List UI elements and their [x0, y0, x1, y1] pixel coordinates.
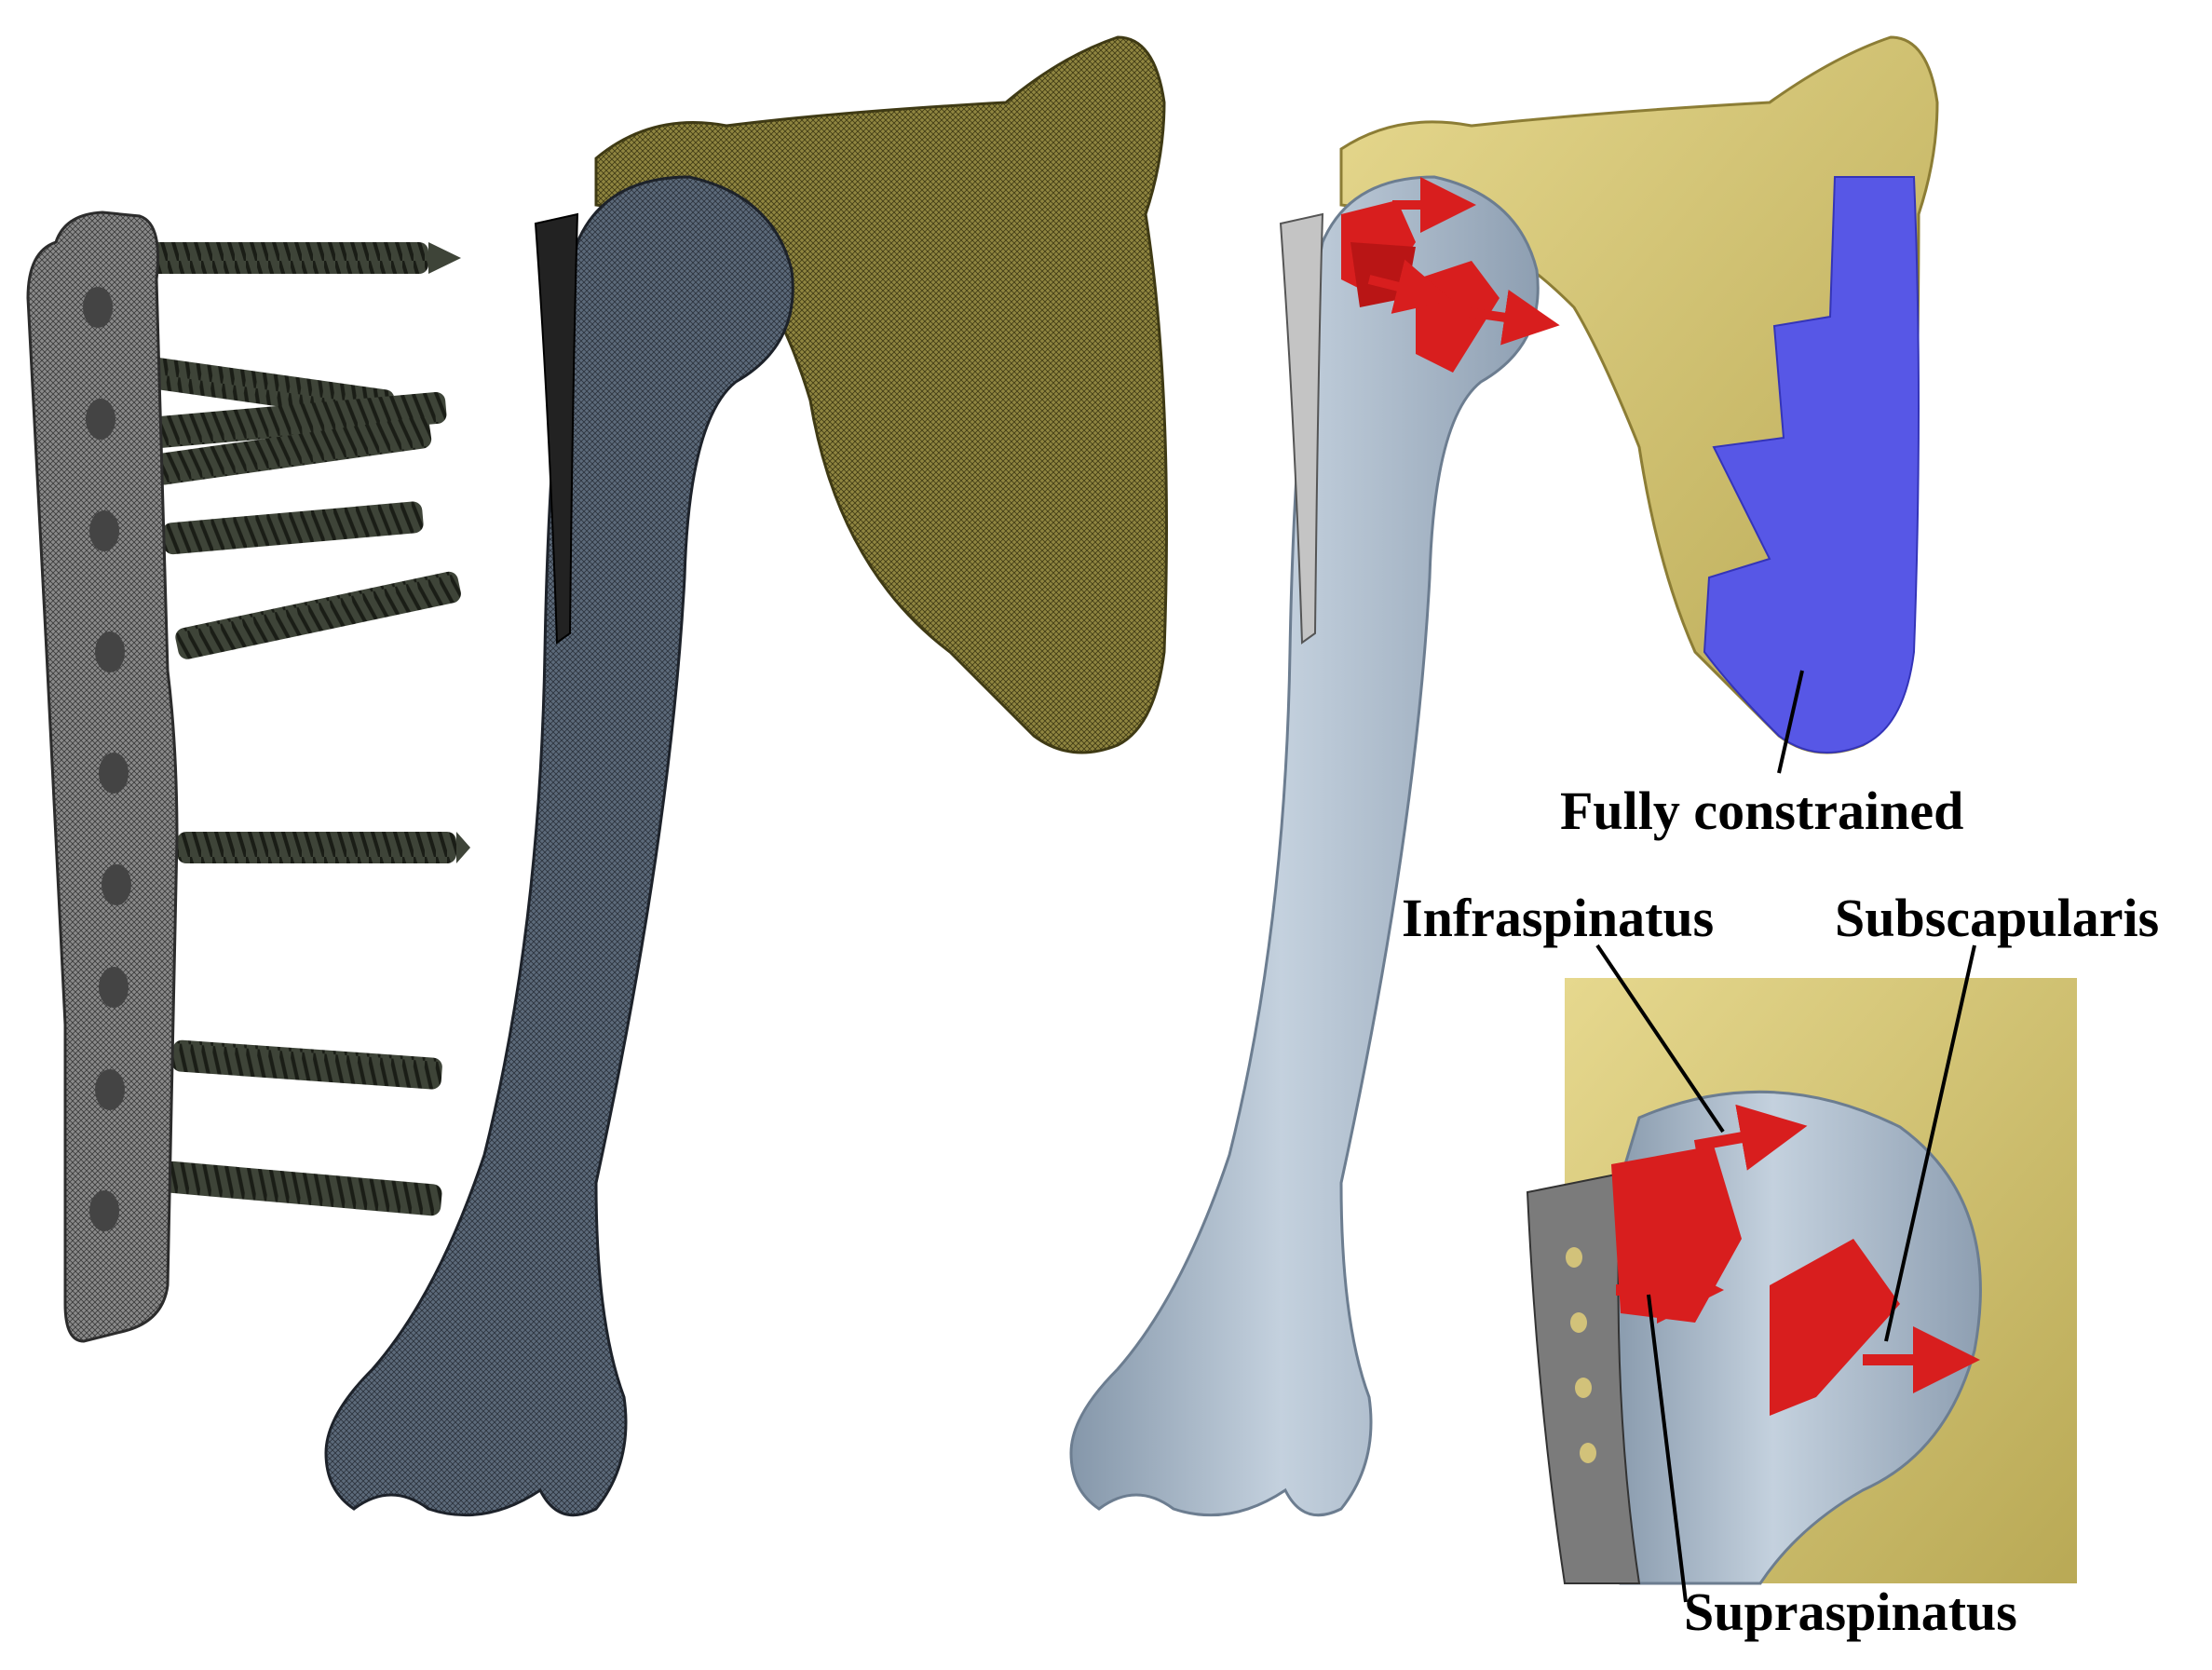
- force-arrow: [1367, 259, 1453, 314]
- leader-infraspinatus: [1595, 944, 1725, 1134]
- force-arrow: [1466, 290, 1560, 346]
- screw: [171, 1039, 442, 1090]
- screw-hole: [95, 1069, 125, 1110]
- screw-tip: [428, 242, 461, 274]
- label-fully-constrained: Fully constrained: [1560, 781, 1963, 841]
- locking-plate-mesh: [26, 210, 179, 1343]
- plate-model: [1279, 212, 1324, 645]
- screw-hole: [86, 399, 115, 440]
- inset-screw-hole: [1570, 1312, 1587, 1333]
- plate-mesh-attached: [534, 212, 579, 645]
- inset-screw-hole: [1566, 1247, 1582, 1268]
- leader-supraspinatus: [1647, 1294, 1688, 1603]
- humerus-model: [1069, 175, 1540, 1517]
- screw-hole: [89, 510, 119, 551]
- screw-hole: [89, 1190, 119, 1231]
- fully-constrained-region: [1703, 176, 1920, 754]
- leader-fully-constrained: [1777, 670, 1804, 774]
- leader-subscapularis: [1884, 944, 1976, 1342]
- screw-hole: [83, 287, 113, 328]
- screw-hole: [99, 967, 129, 1008]
- screw: [177, 832, 456, 863]
- screw-hole: [95, 631, 125, 672]
- label-infraspinatus: Infraspinatus: [1402, 888, 1714, 948]
- screw: [149, 242, 428, 274]
- screw-hole: [99, 753, 129, 794]
- screw: [162, 501, 424, 555]
- screw-tip: [456, 832, 470, 863]
- inset-subscapularis-region: [1770, 1239, 1900, 1416]
- label-subscapularis: Subscapularis: [1835, 888, 2159, 948]
- screw: [152, 416, 432, 485]
- muscle-load-regions: [1341, 177, 1560, 373]
- supraspinatus-region: [1350, 242, 1416, 307]
- screw: [148, 392, 447, 449]
- inset-force-arrow: [1693, 1104, 1808, 1171]
- screw: [162, 1161, 442, 1216]
- humerus-mesh: [324, 175, 794, 1517]
- screw-set: [142, 242, 470, 1216]
- inset-screw-hole: [1575, 1378, 1592, 1398]
- leader-lines: [1595, 670, 1976, 1603]
- inset-zoom: [1526, 978, 2077, 1585]
- inset-screw-hole: [1580, 1443, 1596, 1463]
- label-supraspinatus: Supraspinatus: [1684, 1582, 2017, 1642]
- screw: [175, 571, 461, 659]
- screw-hole: [102, 864, 131, 905]
